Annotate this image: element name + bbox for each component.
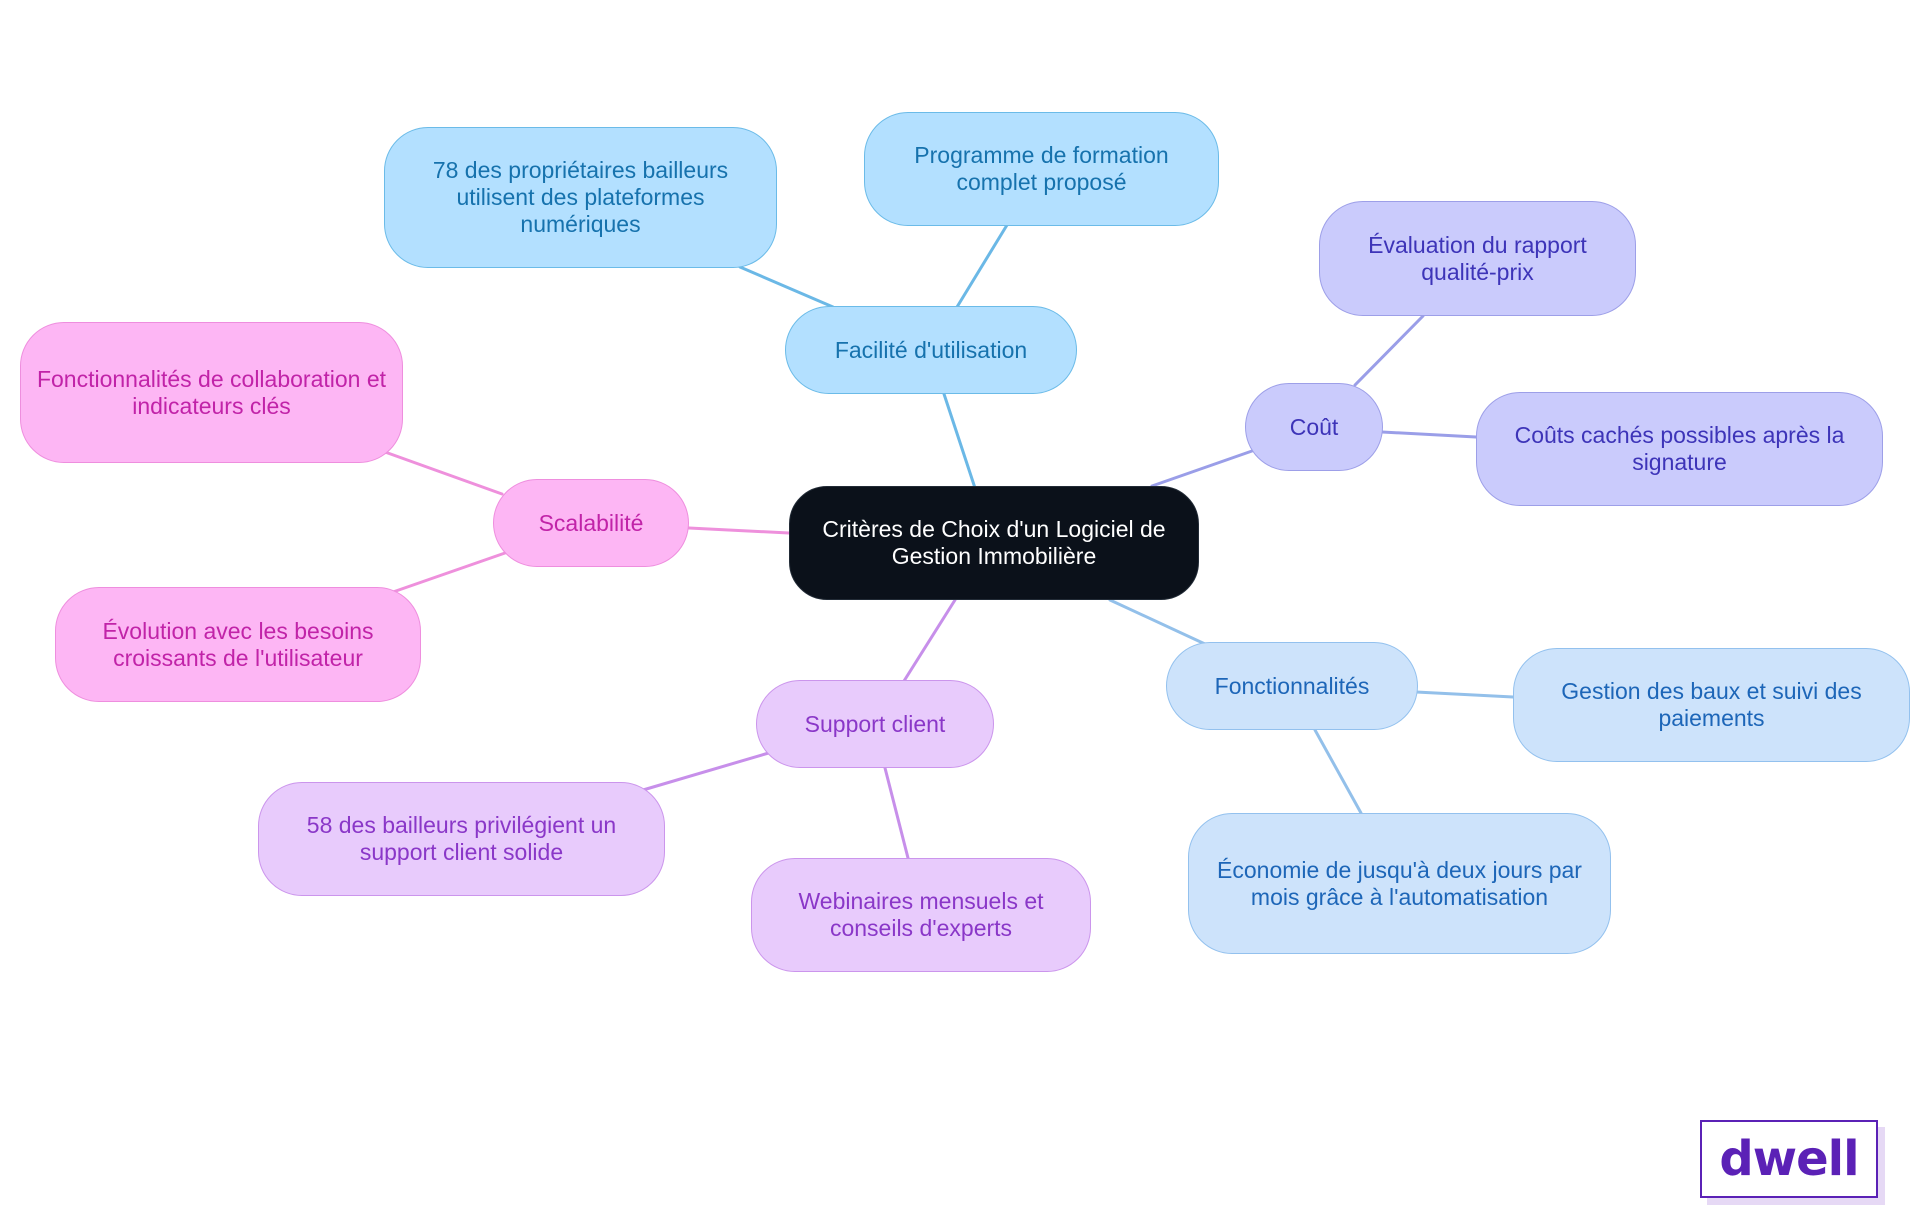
- connector-scalability-2: [391, 551, 507, 594]
- connector-usability-1: [738, 265, 835, 309]
- node-cost-2: Coûts cachés possibles après la signatur…: [1476, 392, 1883, 506]
- connector-features-1: [1414, 690, 1515, 699]
- connector-cost: [1150, 449, 1254, 488]
- connector-scalability: [687, 526, 791, 535]
- node-root: Critères de Choix d'un Logiciel de Gesti…: [789, 486, 1199, 600]
- connector-scalability-1: [383, 450, 504, 496]
- node-support-2: Webinaires mensuels et conseils d'expert…: [751, 858, 1091, 972]
- node-features: Fonctionnalités: [1166, 642, 1418, 730]
- node-features-1: Gestion des baux et suivi des paiements: [1513, 648, 1910, 762]
- connector-support: [902, 598, 957, 683]
- dwell-logo: dwell: [1700, 1120, 1878, 1198]
- node-cost-1: Évaluation du rapport qualité-prix: [1319, 201, 1636, 316]
- node-scalability-1: Fonctionnalités de collaboration et indi…: [20, 322, 403, 463]
- connector-support-1: [641, 750, 774, 792]
- node-support: Support client: [756, 680, 994, 768]
- connector-features: [1108, 598, 1207, 646]
- connector-cost-2: [1380, 430, 1478, 439]
- connector-cost-1: [1353, 314, 1425, 387]
- node-usability-2: Programme de formation complet proposé: [864, 112, 1219, 226]
- node-scalability-2: Évolution avec les besoins croissants de…: [55, 587, 421, 702]
- node-scalability: Scalabilité: [493, 479, 689, 567]
- connector-usability-2: [955, 223, 1009, 309]
- connector-usability: [942, 392, 977, 490]
- node-support-1: 58 des bailleurs privilégient un support…: [258, 782, 665, 896]
- connector-features-2: [1313, 728, 1363, 815]
- connector-support-2: [883, 766, 910, 860]
- node-usability: Facilité d'utilisation: [785, 306, 1077, 394]
- node-usability-1: 78 des propriétaires bailleurs utilisent…: [384, 127, 777, 268]
- node-cost: Coût: [1245, 383, 1383, 471]
- node-features-2: Économie de jusqu'à deux jours par mois …: [1188, 813, 1611, 954]
